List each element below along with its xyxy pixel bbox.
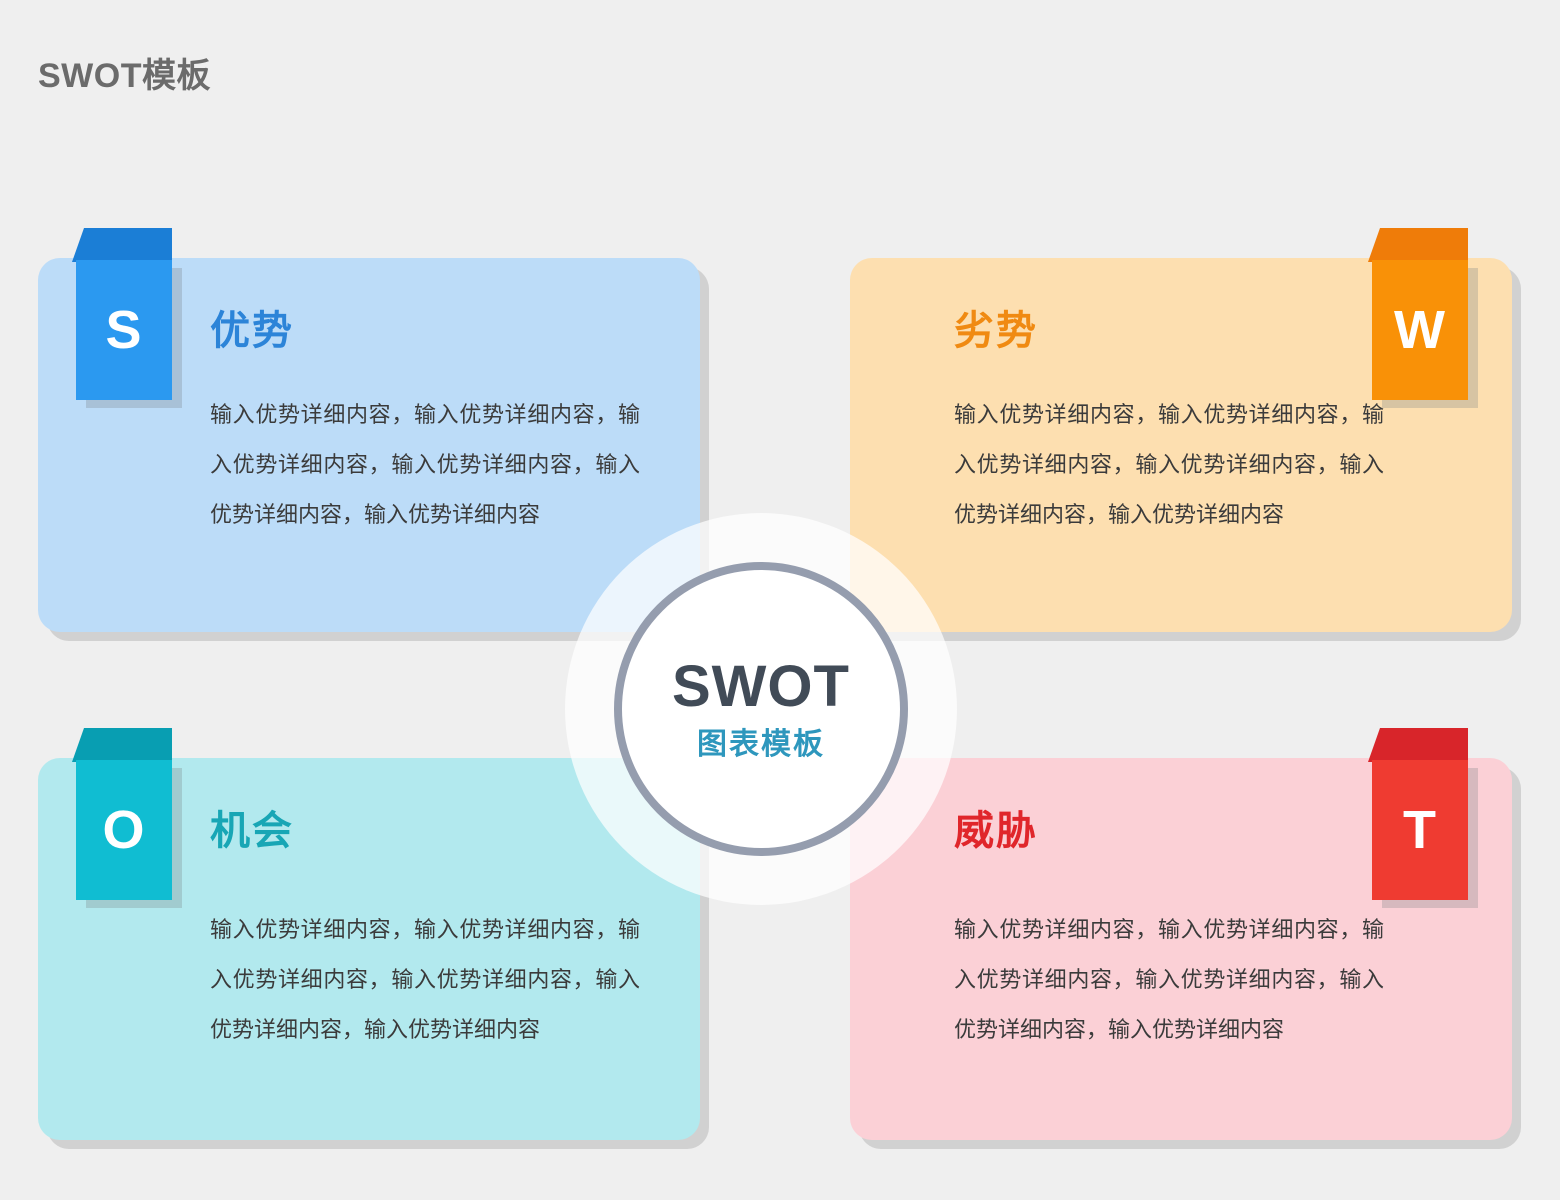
ribbon-letter-threats: T <box>1403 800 1437 860</box>
quadrant-body-threats: 输入优势详细内容，输入优势详细内容，输入优势详细内容，输入优势详细内容，输入优势… <box>954 918 1384 1043</box>
ribbon-body-threats: T <box>1372 760 1468 900</box>
ribbon-letter-opportunities: O <box>102 800 146 860</box>
ribbon-letter-weaknesses: W <box>1394 300 1446 360</box>
quadrant-heading-opportunities: 机会 <box>210 809 294 853</box>
center-emblem: SWOT 图表模板 <box>614 562 908 856</box>
ribbon-letter-strengths: S <box>105 300 143 360</box>
ribbon-body-weaknesses: W <box>1372 260 1468 400</box>
quadrant-body-weaknesses: 输入优势详细内容，输入优势详细内容，输入优势详细内容，输入优势详细内容，输入优势… <box>954 403 1384 528</box>
ribbon-fold-icon-opportunities <box>72 728 172 762</box>
page-title: SWOT模板 <box>38 57 211 95</box>
ribbon-fold-icon-strengths <box>72 228 172 262</box>
quadrant-heading-strengths: 优势 <box>210 309 294 353</box>
ribbon-fold-icon-threats <box>1368 728 1468 762</box>
quadrant-card-weaknesses[interactable]: 劣势 输入优势详细内容，输入优势详细内容，输入优势详细内容，输入优势详细内容，输… <box>850 258 1512 632</box>
quadrant-heading-threats: 威胁 <box>954 809 1038 853</box>
ribbon-fold-icon-weaknesses <box>1368 228 1468 262</box>
ribbon-body-strengths: S <box>76 260 172 400</box>
center-title: SWOT <box>672 654 850 719</box>
quadrant-card-strengths[interactable]: 优势 输入优势详细内容，输入优势详细内容，输入优势详细内容，输入优势详细内容，输… <box>38 258 700 632</box>
ribbon-body-opportunities: O <box>76 760 172 900</box>
center-subtitle: 图表模板 <box>697 728 825 761</box>
ribbon-bookmark-threats: T <box>1368 728 1478 908</box>
ribbon-bookmark-strengths: S <box>72 228 182 408</box>
ribbon-bookmark-weaknesses: W <box>1368 228 1478 408</box>
quadrant-body-opportunities: 输入优势详细内容，输入优势详细内容，输入优势详细内容，输入优势详细内容，输入优势… <box>210 918 640 1043</box>
quadrant-body-strengths: 输入优势详细内容，输入优势详细内容，输入优势详细内容，输入优势详细内容，输入优势… <box>210 403 640 528</box>
quadrant-heading-weaknesses: 劣势 <box>954 309 1038 353</box>
ribbon-bookmark-opportunities: O <box>72 728 182 908</box>
